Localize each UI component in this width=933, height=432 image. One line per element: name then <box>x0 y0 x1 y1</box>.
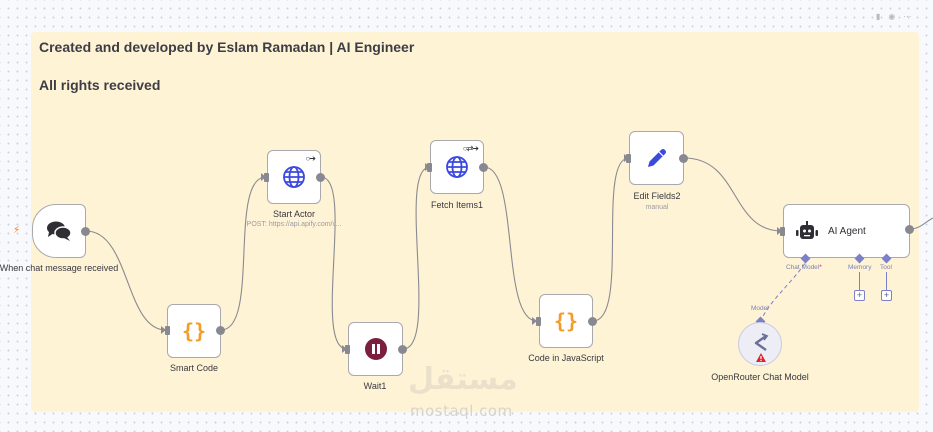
ai-agent-input-handle[interactable] <box>780 227 785 236</box>
node-subtitle-start-actor: POST: https://api.apify.com/v... <box>246 221 342 228</box>
trash-icon[interactable]: ▮ <box>876 12 881 21</box>
node-label-wait: Wait1 <box>363 381 387 391</box>
globe-icon <box>283 166 305 188</box>
add-memory-button[interactable]: + <box>854 290 865 301</box>
node-subtitle-edit-fields: manual <box>645 204 669 211</box>
memory-port-label: Memory <box>848 264 872 271</box>
more-icon[interactable]: ⋯ <box>903 12 912 21</box>
sticky-note-rights: All rights received <box>39 77 161 93</box>
edit-fields-output-handle[interactable] <box>679 154 688 163</box>
edit-fields-input-handle[interactable] <box>626 154 631 163</box>
chat-bubbles-icon <box>47 221 72 241</box>
fetch-items-input-handle[interactable] <box>427 163 432 172</box>
trigger-output-handle[interactable] <box>81 227 90 236</box>
code-js-output-handle[interactable] <box>588 317 597 326</box>
smart-code-output-handle[interactable] <box>216 326 225 335</box>
sticky-note-title: Created and developed by Eslam Ramadan |… <box>39 39 415 55</box>
pencil-icon <box>647 149 666 167</box>
watermark-logo-arabic: مستقل <box>408 362 518 397</box>
pause-icon <box>364 338 387 360</box>
wait-input-handle[interactable] <box>345 345 350 354</box>
wait-output-handle[interactable] <box>398 345 407 354</box>
node-label-start-actor: Start Actor <box>272 209 316 219</box>
node-label-smart-code: Smart Code <box>169 363 219 373</box>
chat-model-label-text: Chat Model <box>786 264 820 271</box>
node-wait[interactable] <box>348 322 403 376</box>
robot-icon <box>796 221 818 239</box>
sticky-toolbar: ▮ ◉ ⋯ <box>876 12 911 21</box>
node-chat-trigger[interactable] <box>32 204 86 258</box>
watermark-logo-latin: mostaql.com <box>410 402 513 420</box>
start-actor-output-handle[interactable] <box>316 173 325 182</box>
code-js-input-handle[interactable] <box>536 317 541 326</box>
node-code-javascript[interactable]: {} <box>539 294 593 348</box>
node-label-code-javascript: Code in JavaScript <box>528 353 604 363</box>
node-start-actor[interactable]: ○➔ <box>267 150 321 204</box>
smart-code-input-handle[interactable] <box>165 326 170 335</box>
node-ai-agent[interactable]: AI Agent <box>783 204 910 258</box>
warning-icon[interactable] <box>755 353 766 362</box>
ai-agent-output-handle[interactable] <box>905 225 914 234</box>
required-mark: * <box>819 264 822 271</box>
globe-icon <box>446 156 468 178</box>
power-icon[interactable]: ◉ <box>888 12 896 21</box>
http-request-loop-badge-icon: ○⇄➔ <box>462 144 479 153</box>
openrouter-icon <box>754 332 768 351</box>
node-label-trigger: When chat message received <box>0 263 119 273</box>
lightning-icon: ⚡ <box>13 225 21 236</box>
tool-port-label: Tool <box>880 264 892 271</box>
braces-icon: {} <box>181 319 207 343</box>
chat-model-port-label: Chat Model* <box>786 264 822 271</box>
node-label-fetch-items: Fetch Items1 <box>430 200 484 210</box>
fetch-items-output-handle[interactable] <box>479 163 488 172</box>
start-actor-input-handle[interactable] <box>264 173 269 182</box>
node-label-ai-agent: AI Agent <box>828 225 866 237</box>
memory-connector-line <box>859 272 860 290</box>
tool-connector-line <box>886 272 887 290</box>
model-port-label: Model <box>751 305 769 312</box>
node-smart-code[interactable]: {} <box>167 304 221 358</box>
http-request-badge-icon: ○➔ <box>305 154 316 163</box>
node-label-edit-fields: Edit Fields2 <box>633 191 681 201</box>
node-edit-fields[interactable] <box>629 131 684 185</box>
braces-icon: {} <box>553 309 579 333</box>
add-tool-button[interactable]: + <box>881 290 892 301</box>
node-openrouter-chat-model[interactable] <box>738 322 782 366</box>
node-fetch-items[interactable]: ○⇄➔ <box>430 140 484 194</box>
node-label-openrouter: OpenRouter Chat Model <box>711 372 809 382</box>
